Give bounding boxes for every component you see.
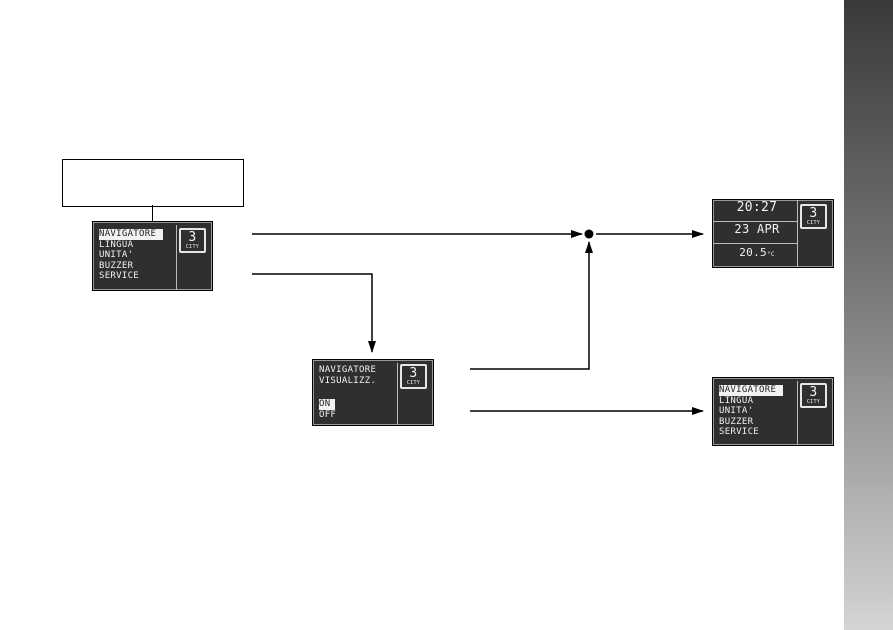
gear-number: 3 — [809, 206, 818, 221]
drive-mode: CITY — [806, 399, 821, 405]
menu-item-selected: NAVIGATORE — [719, 385, 783, 396]
divider — [797, 381, 798, 445]
menu-item: LINGUA — [99, 239, 134, 250]
side-tab — [844, 0, 893, 630]
menu-item-selected: NAVIGATORE — [99, 229, 163, 240]
drive-mode: CITY — [185, 244, 200, 250]
divider — [176, 225, 177, 290]
divider — [713, 243, 797, 244]
menu-list: NAVIGATORE LINGUA UNITA' BUZZER SERVICE — [98, 229, 164, 282]
menu-item: BUZZER — [99, 260, 134, 271]
menu-display-start: NAVIGATORE LINGUA UNITA' BUZZER SERVICE … — [92, 221, 213, 291]
clock-time: 20:27 — [736, 200, 778, 215]
flow-connectors — [252, 229, 704, 415]
navigator-title: NAVIGATORE VISUALIZZ. — [318, 365, 377, 386]
drive-mode: CITY — [406, 380, 421, 386]
divider — [397, 363, 398, 425]
gear-number: 3 — [809, 385, 818, 400]
menu-item: LINGUA — [719, 395, 754, 406]
callout-stem — [152, 205, 153, 222]
clock-date: 23 APR — [734, 222, 780, 236]
gear-number: 3 — [188, 230, 197, 245]
menu-item: SERVICE — [719, 427, 760, 437]
gear-badge: 3 CITY — [400, 364, 427, 389]
navigator-display: NAVIGATORE VISUALIZZ. ON OFF 3 CITY — [312, 359, 434, 426]
gear-badge: 3 CITY — [179, 228, 206, 253]
menu-item: UNITA' — [719, 406, 754, 416]
gear-number: 3 — [409, 366, 418, 381]
navigator-title-line1: NAVIGATORE — [319, 365, 377, 375]
callout-box — [62, 159, 244, 207]
divider — [713, 221, 797, 222]
divider — [797, 200, 798, 267]
gear-badge: 3 CITY — [800, 383, 827, 408]
menu-item: SERVICE — [99, 271, 140, 281]
menu-display-result: NAVIGATORE LINGUA UNITA' BUZZER SERVICE … — [712, 377, 834, 446]
menu-list: NAVIGATORE LINGUA UNITA' BUZZER SERVICE — [718, 385, 784, 438]
temperature-unit: °C — [766, 251, 775, 258]
clock-temperature: 20.5°C — [717, 246, 797, 261]
junction-dot — [584, 229, 594, 239]
clock-display: 20:27 23 APR 20.5°C 3 CITY — [712, 199, 834, 268]
drive-mode: CITY — [806, 220, 821, 226]
navigator-options: ON OFF — [318, 399, 337, 420]
option-on: ON — [319, 399, 335, 410]
menu-item: BUZZER — [719, 416, 754, 427]
menu-item: UNITA' — [99, 250, 134, 260]
arrow-navigator-to-junction — [470, 241, 593, 370]
option-off: OFF — [319, 409, 337, 420]
temperature-value: 20.5 — [739, 246, 767, 259]
navigator-title-line2: VISUALIZZ. — [319, 375, 377, 386]
arrow-menu-to-navigator — [252, 273, 376, 353]
gear-badge: 3 CITY — [800, 204, 827, 229]
